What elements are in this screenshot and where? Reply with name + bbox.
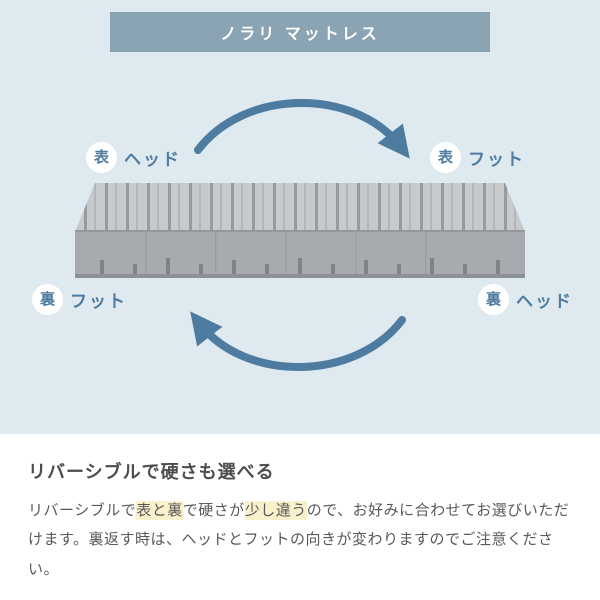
side-circle: 裏 — [32, 284, 63, 315]
body-text-highlighted: 表と裏 — [136, 501, 183, 520]
mattress-illustration-icon — [75, 183, 525, 278]
position-label: ヘッド — [516, 292, 573, 311]
body-text: リバーシブルで — [28, 502, 137, 519]
flip-arrow-bottom-icon — [190, 311, 406, 371]
position-label: ヘッド — [124, 150, 181, 169]
badge-back-foot: 裏 フット — [32, 284, 127, 315]
side-circle: 裏 — [478, 284, 509, 315]
section-body: リバーシブルで表と裏で硬さが少し違うので、お好みに合わせてお選びいただけます。裏… — [28, 496, 572, 584]
position-label: フット — [468, 150, 525, 169]
side-circle: 表 — [430, 142, 461, 173]
description-section: リバーシブルで硬さも選べる リバーシブルで表と裏で硬さが少し違うので、お好みに合… — [0, 434, 600, 600]
body-text: で硬さが — [182, 502, 245, 519]
body-text: ので、お好みに合わせてお選びいただけます。裏返す時は、ヘッドとフットの向きが変わ… — [28, 502, 570, 578]
body-text-highlighted: 少し違う — [244, 501, 307, 520]
mattress-diagram — [75, 99, 525, 371]
page-title: ノラリ マットレス — [110, 12, 490, 52]
badge-front-head: 表 ヘッド — [86, 142, 181, 173]
section-heading: リバーシブルで硬さも選べる — [28, 462, 275, 482]
badge-front-foot: 表 フット — [430, 142, 525, 173]
side-circle: 表 — [86, 142, 117, 173]
position-label: フット — [70, 292, 127, 311]
badge-back-head: 裏 ヘッド — [478, 284, 573, 315]
illustration-section: ノラリ マットレス — [0, 0, 600, 434]
flip-arrow-top-icon — [194, 99, 410, 159]
